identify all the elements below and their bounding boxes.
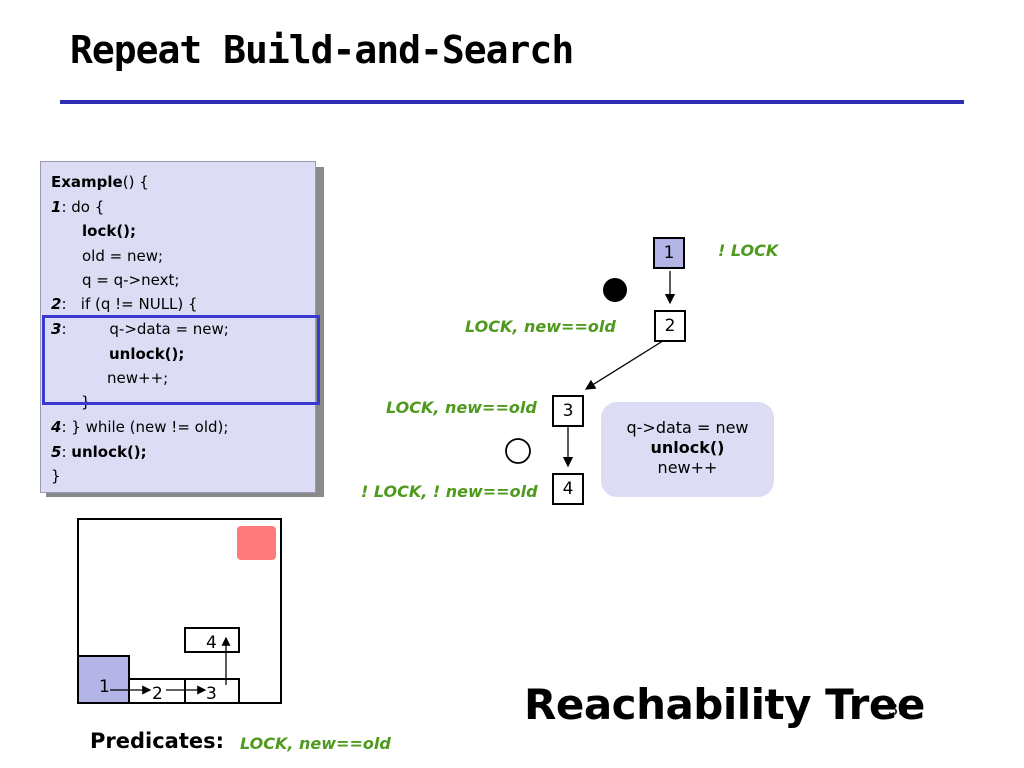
code-line-close: }: [51, 467, 61, 485]
edge-annotation-callout: q->data = new unlock() new++: [601, 402, 774, 497]
code-line-number: 2: [51, 295, 62, 313]
reachability-tree-title: Reachability Tree: [524, 680, 925, 729]
state-cell-4: 4: [184, 627, 240, 653]
code-func-name: Example: [51, 173, 123, 191]
state-cell-3: 3: [184, 678, 240, 704]
predicates-value: LOCK, new==old: [240, 734, 391, 753]
code-line-number: 4: [51, 418, 62, 436]
predicate-node-4: ! LOCK, ! new==old: [361, 482, 538, 501]
state-cell-label: 4: [206, 633, 217, 653]
predicates-label: Predicates:: [90, 729, 225, 753]
code-line-old: old = new;: [82, 247, 164, 265]
code-text: :: [61, 443, 67, 461]
code-line-number: 3: [51, 320, 62, 338]
code-line-next: q = q->next;: [82, 271, 180, 289]
predicate-node-3: LOCK, new==old: [386, 398, 537, 417]
code-listing: Example() { 1: do { lock(); old = new; q…: [40, 161, 316, 493]
slide-title: Repeat Build-and-Search: [70, 28, 574, 72]
callout-line-1: q->data = new: [626, 418, 749, 437]
predicate-node-2: LOCK, new==old: [465, 317, 616, 336]
code-line-3: 3: q->data = new;: [51, 319, 229, 339]
state-cell-label: 3: [206, 684, 217, 704]
code-line-lock: lock();: [82, 222, 137, 240]
code-text: : if (q != NULL) {: [61, 295, 198, 313]
tree-node-4: 4: [552, 473, 584, 505]
code-line-2: 2: if (q != NULL) {: [51, 294, 198, 314]
error-region: [237, 526, 276, 560]
title-divider: [60, 100, 964, 104]
state-cell-label: 1: [99, 677, 110, 697]
code-line-4: 4: } while (new != old);: [51, 417, 228, 437]
code-line-newpp: new++;: [107, 369, 169, 387]
code-line-example: Example() {: [51, 172, 149, 192]
code-text: : q->data = new;: [61, 320, 229, 338]
code-text: () {: [122, 173, 149, 191]
state-cell-label: 2: [152, 684, 163, 704]
tree-node-2: 2: [654, 310, 686, 342]
code-line-5: 5: unlock();: [51, 442, 147, 462]
callout-line-3: new++: [657, 458, 718, 477]
code-text-bold: unlock();: [71, 443, 147, 461]
edge-2-3: [584, 338, 667, 390]
tree-node-1: 1: [653, 237, 685, 269]
page-number: 35: [888, 700, 909, 719]
code-line-number: 1: [51, 198, 62, 216]
current-node-marker: [603, 278, 627, 302]
state-cell-1: 1: [77, 655, 130, 704]
code-text: : } while (new != old);: [61, 418, 229, 436]
code-text: : do {: [61, 198, 105, 216]
code-highlight-box: [42, 315, 320, 405]
code-line-number: 5: [51, 443, 62, 461]
callout-line-2: unlock(): [650, 438, 725, 457]
code-line-unlock: unlock();: [109, 345, 185, 363]
covered-node-marker: [505, 438, 531, 464]
predicate-node-1: ! LOCK: [718, 241, 779, 260]
tree-node-3: 3: [552, 395, 584, 427]
code-line-1: 1: do {: [51, 197, 104, 217]
